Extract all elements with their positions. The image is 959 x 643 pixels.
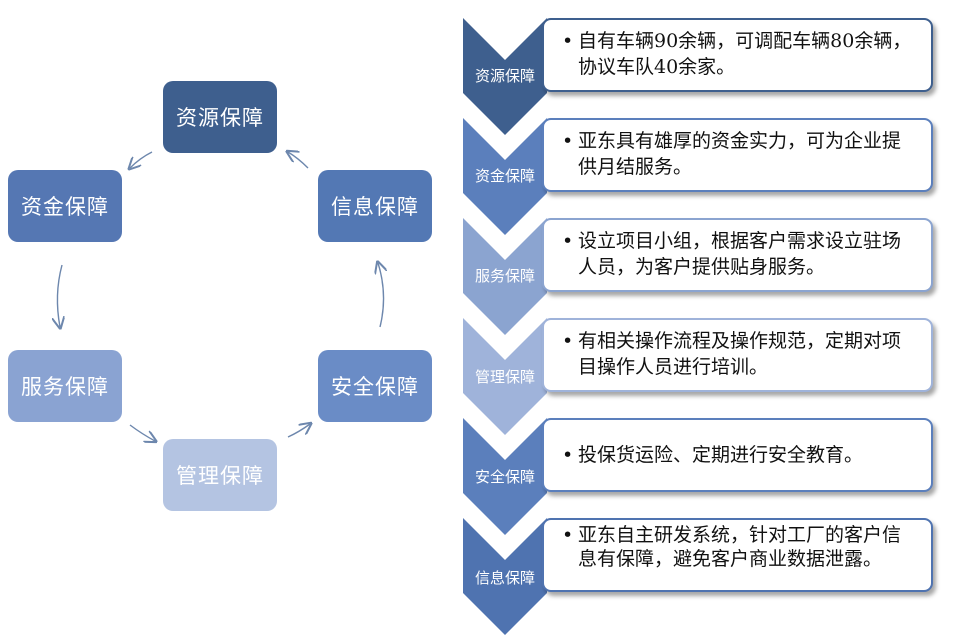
bullet: •	[562, 444, 574, 466]
arrow-service-to-management	[129, 424, 155, 441]
desc-box-info: • 亚东自主研发系统，针对工厂的客户信息有保障，避免客户商业数据泄露。	[542, 518, 933, 592]
chevron-6	[463, 518, 547, 635]
chevron-label-3: 服务保障	[474, 267, 535, 285]
arrow-management-to-safety	[287, 424, 310, 438]
desc-text-management: 有相关操作流程及操作规范，定期对项目操作人员进行培训。	[578, 330, 902, 378]
chevron-label-5: 安全保障	[474, 468, 535, 486]
cycle-node-safety: 安全保障	[318, 350, 432, 422]
desc-text-safety: 投保货运险、定期进行安全教育。	[578, 444, 864, 466]
chevron-label-2: 资金保障	[474, 167, 535, 185]
cycle-node-resource: 资源保障	[163, 81, 277, 153]
bullet: •	[562, 330, 574, 352]
chevron-5	[463, 418, 547, 535]
arrow-info-to-resource	[288, 152, 309, 169]
chevron-label-6: 信息保障	[474, 569, 535, 587]
chevron-4	[463, 318, 547, 435]
arrow-funds-to-service	[57, 264, 62, 327]
cycle-arrows	[0, 0, 450, 643]
desc-box-funds: • 亚东具有雄厚的资金实力，可为企业提供月结服务。	[542, 118, 933, 192]
bullet: •	[562, 130, 574, 152]
desc-box-management: • 有相关操作流程及操作规范，定期对项目操作人员进行培训。	[542, 318, 933, 392]
chevron-label-1: 资源保障	[474, 67, 535, 85]
cycle-node-management: 管理保障	[163, 439, 277, 511]
cycle-node-info: 信息保障	[318, 170, 432, 242]
desc-text-service: 设立项目小组，根据客户需求设立驻场人员，为客户提供贴身服务。	[578, 230, 902, 278]
desc-text-resource: 自有车辆90余辆，可调配车辆80余辆，协议车队40余家。	[578, 30, 912, 78]
desc-box-safety: • 投保货运险、定期进行安全教育。	[542, 418, 933, 492]
chevron-1	[463, 18, 547, 135]
cycle-node-funds: 资金保障	[8, 170, 122, 242]
cycle-node-service: 服务保障	[8, 350, 122, 422]
bullet: •	[562, 524, 574, 546]
arrow-safety-to-info	[378, 263, 384, 328]
arrow-resource-to-funds	[130, 151, 153, 168]
desc-text-info: 亚东自主研发系统，针对工厂的客户信息有保障，避免客户商业数据泄露。	[578, 524, 902, 570]
desc-box-resource: • 自有车辆90余辆，可调配车辆80余辆，协议车队40余家。	[542, 18, 933, 92]
bullet: •	[562, 30, 574, 52]
chevron-2	[463, 118, 547, 235]
chevron-label-4: 管理保障	[474, 368, 535, 386]
bullet: •	[562, 230, 574, 252]
chevron-3	[463, 218, 547, 335]
desc-text-funds: 亚东具有雄厚的资金实力，可为企业提供月结服务。	[578, 130, 902, 178]
desc-box-service: • 设立项目小组，根据客户需求设立驻场人员，为客户提供贴身服务。	[542, 218, 933, 292]
